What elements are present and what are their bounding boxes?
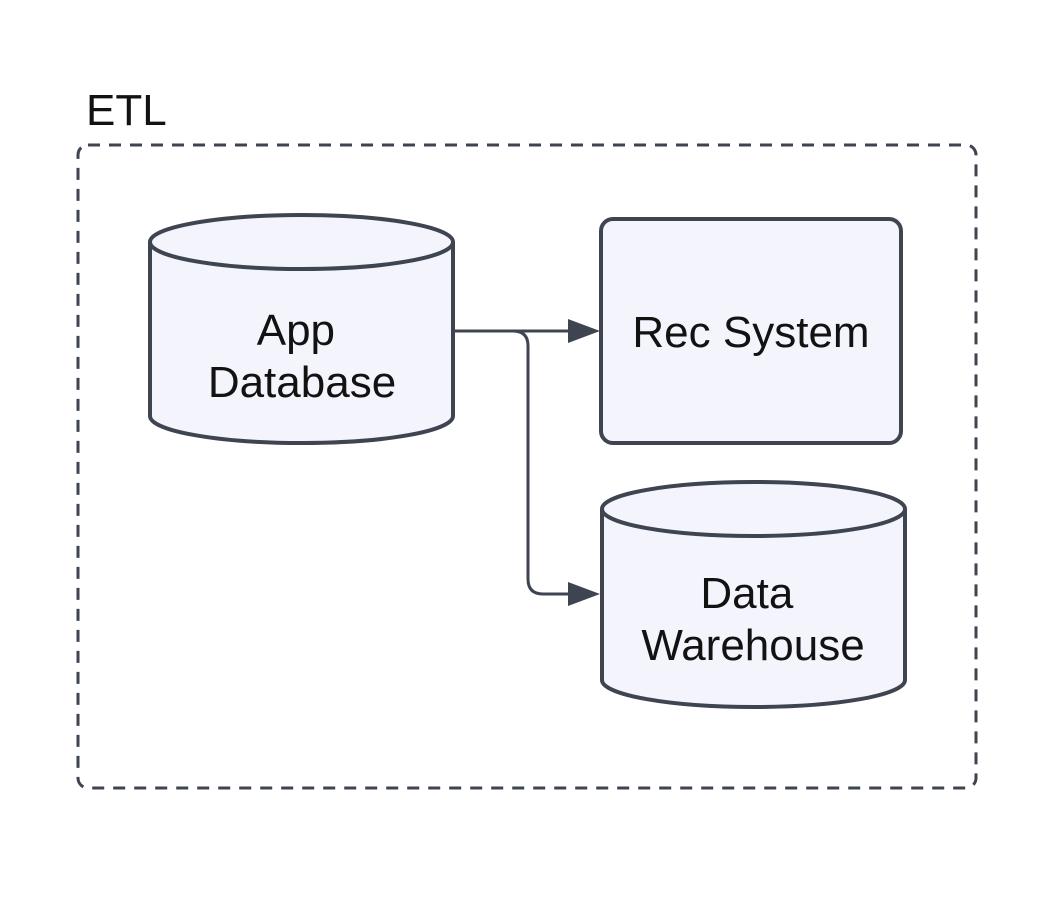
data-warehouse-cylinder: [600, 480, 907, 709]
data-warehouse-cylinder-rim: [600, 508, 907, 538]
etl-group-label: ETL: [86, 86, 167, 135]
etl-group-boundary: [76, 143, 978, 790]
node-app-database: App Database: [148, 213, 455, 445]
edge-line: [453, 329, 568, 596]
rec-system-label: Rec System: [632, 308, 869, 357]
node-rec-system: Rec System: [599, 217, 903, 445]
data-warehouse-label: Data Warehouse: [641, 569, 864, 670]
edge-app-database-to-data-warehouse: [453, 329, 600, 606]
app-database-cylinder: [148, 213, 455, 445]
arrowhead-right-icon: [568, 582, 600, 606]
arrowhead-right-icon: [568, 319, 600, 343]
app-database-label: App Database: [208, 306, 396, 407]
app-database-cylinder-rim: [148, 241, 455, 271]
rec-system-rect: [599, 217, 903, 445]
node-data-warehouse: Data Warehouse: [600, 480, 907, 709]
